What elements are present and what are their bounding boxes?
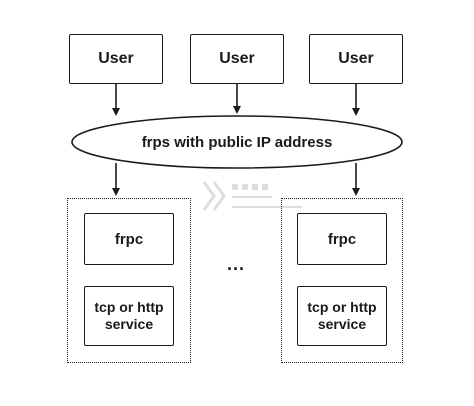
user-box-1: User: [69, 34, 163, 84]
frpc-box-2: frpc: [297, 213, 387, 265]
service-label: tcp or http service: [94, 299, 164, 332]
user-label: User: [338, 50, 374, 67]
server-label: frps with public IP address: [141, 133, 333, 151]
user-label: User: [98, 50, 134, 67]
user-box-3: User: [309, 34, 403, 84]
user-label: User: [219, 50, 255, 67]
frpc-label: frpc: [114, 230, 144, 248]
service-box-1: tcp or http service: [84, 286, 174, 346]
server-ellipse: [71, 115, 403, 169]
user-box-2: User: [190, 34, 284, 84]
client-group-1: [67, 198, 191, 363]
frpc-box-1: frpc: [84, 213, 174, 265]
frpc-label: frpc: [327, 230, 357, 248]
watermark-logo: [202, 181, 302, 211]
more-clients-ellipsis: ...: [226, 254, 245, 274]
service-label: tcp or http service: [307, 299, 377, 332]
service-box-2: tcp or http service: [297, 286, 387, 346]
client-group-2: [281, 198, 403, 363]
